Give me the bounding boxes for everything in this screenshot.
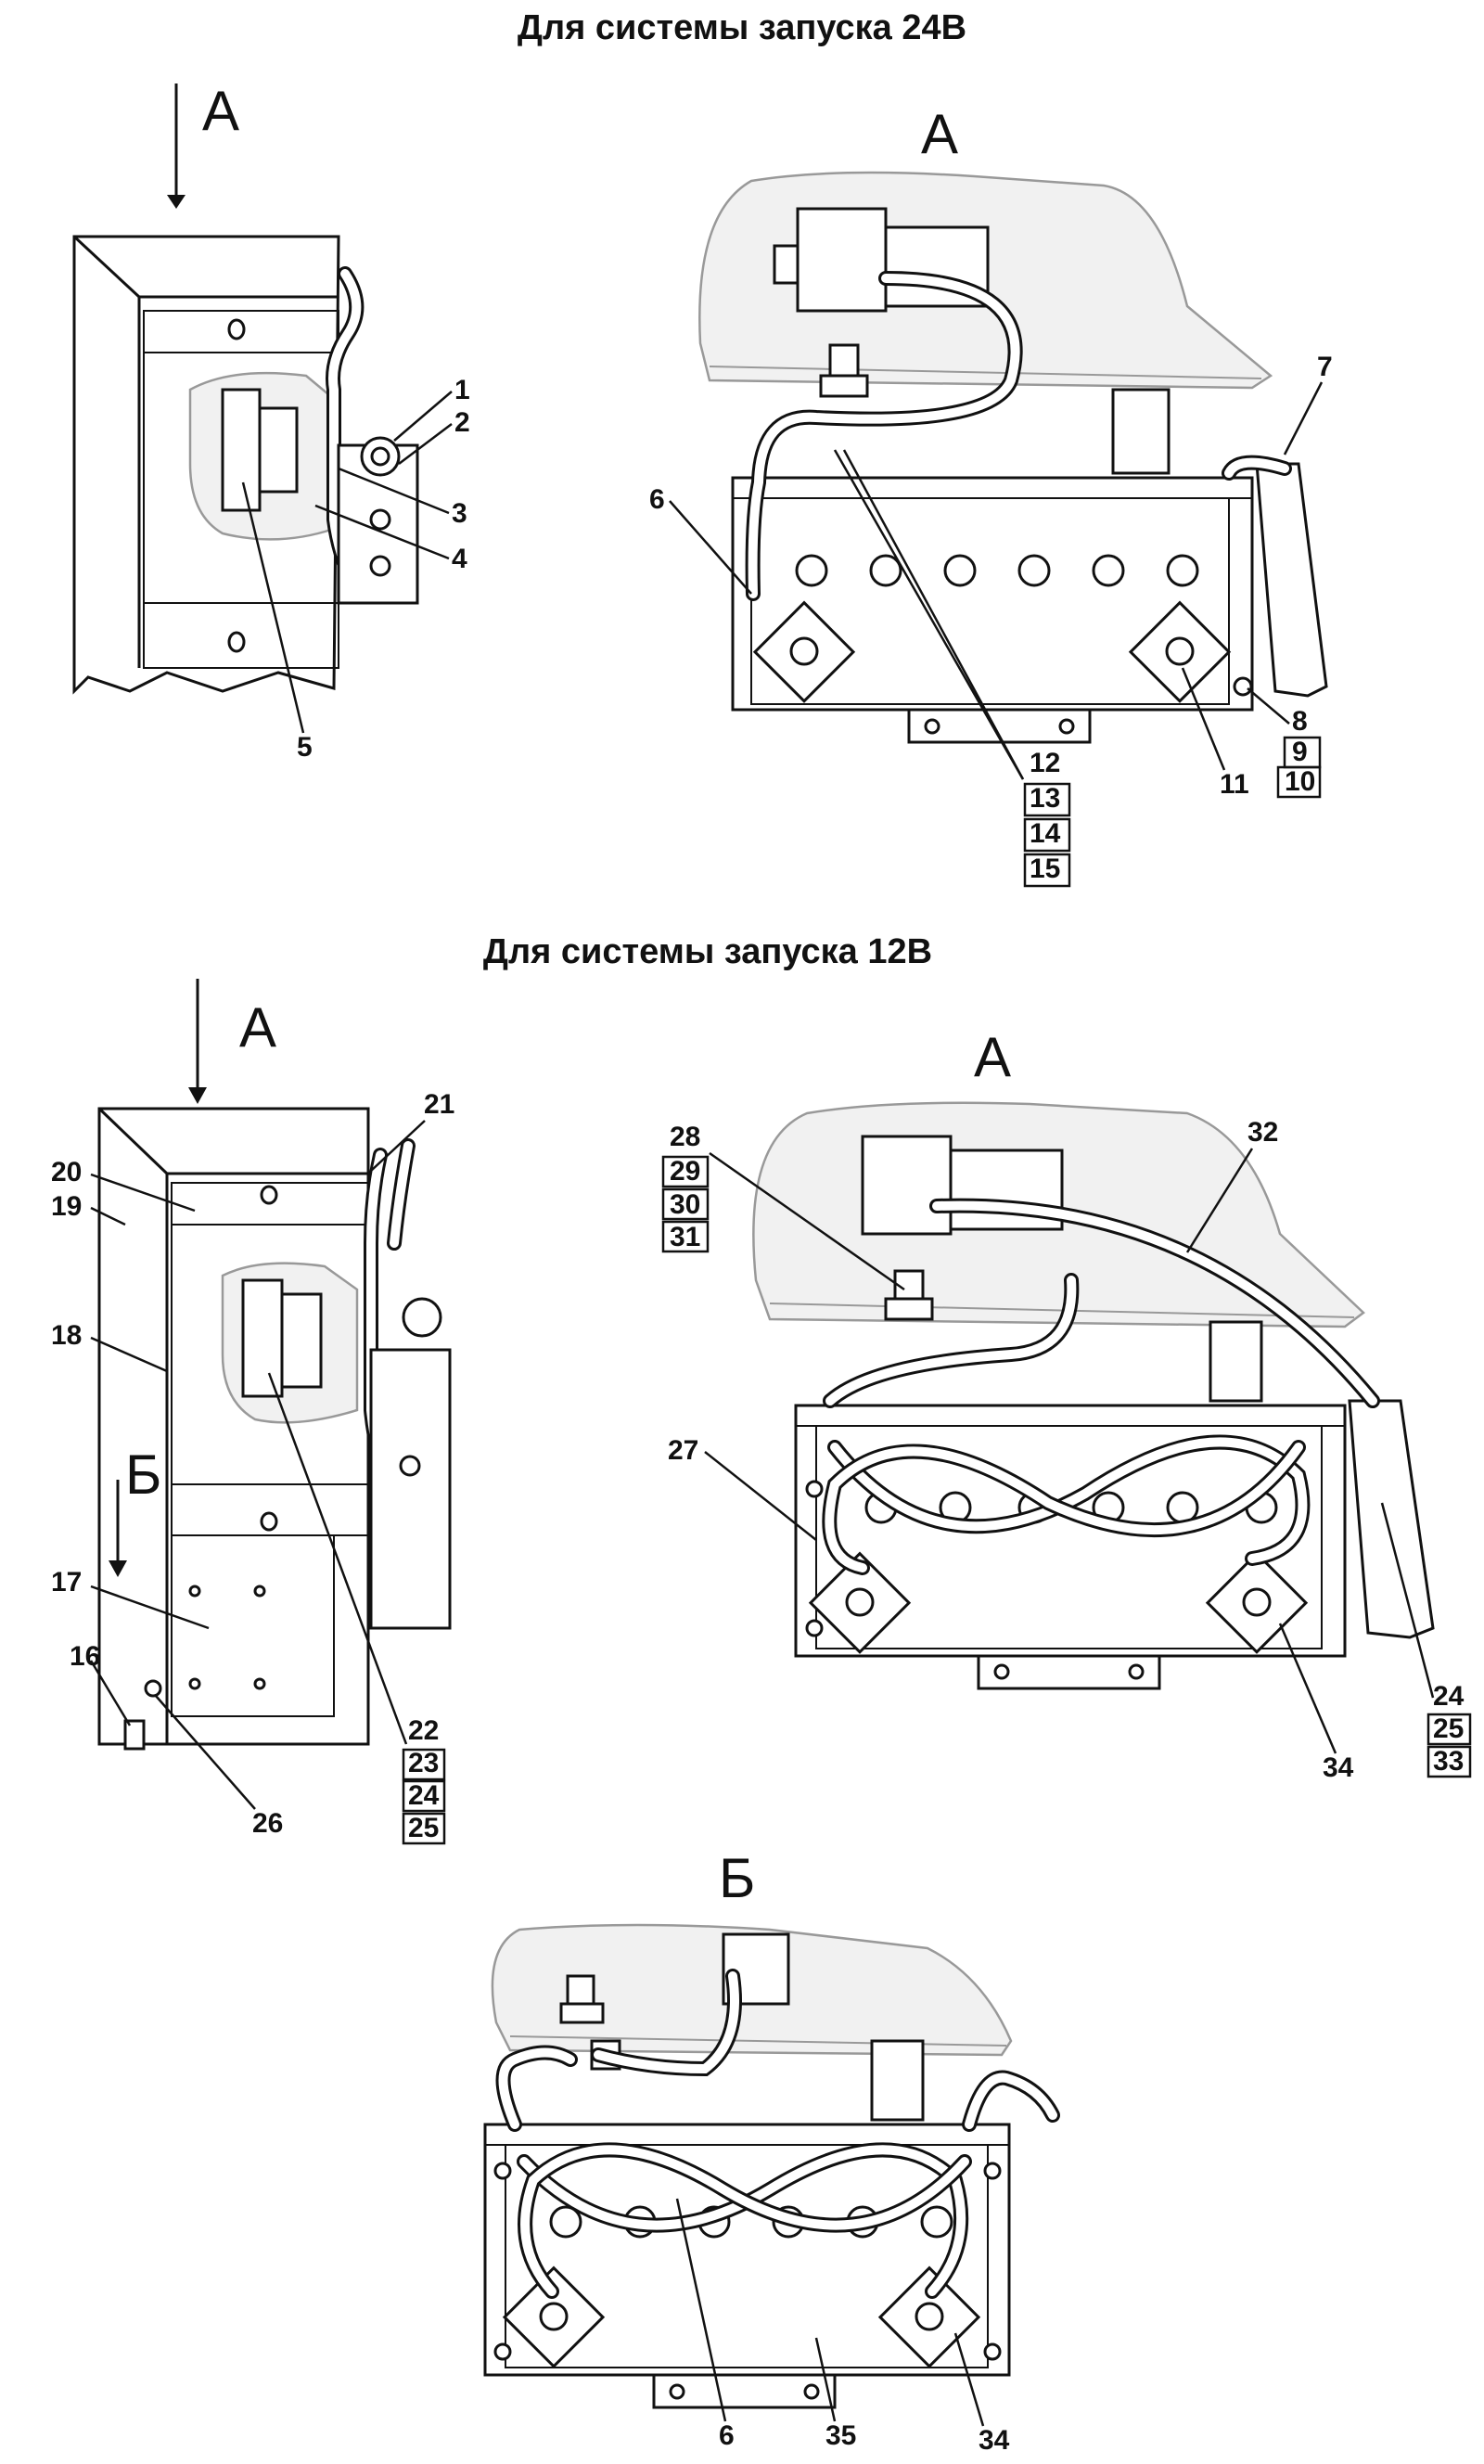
callout-8: 8 — [1292, 706, 1308, 737]
callout-6-b: 6 — [719, 2420, 735, 2451]
callout-32: 32 — [1247, 1117, 1278, 1148]
view-a-24v: А — [698, 103, 1328, 744]
callout-15: 15 — [1030, 853, 1060, 884]
callout-9: 9 — [1292, 737, 1308, 767]
callout-25-side: 25 — [408, 1813, 439, 1843]
view-b: Б — [483, 1847, 1060, 2409]
callout-18: 18 — [51, 1320, 82, 1351]
callout-30: 30 — [670, 1189, 700, 1220]
callout-19: 19 — [51, 1191, 82, 1222]
callout-7: 7 — [1317, 352, 1333, 382]
view-a-12v: А — [752, 1026, 1435, 1690]
callout-23: 23 — [408, 1748, 439, 1778]
callout-5: 5 — [297, 732, 313, 763]
callout-34-a: 34 — [1323, 1752, 1354, 1783]
callout-24-side: 24 — [408, 1780, 440, 1811]
callout-25-a: 25 — [1433, 1713, 1464, 1744]
callout-11: 11 — [1220, 769, 1249, 800]
callout-10: 10 — [1285, 766, 1315, 797]
callout-6-a: 6 — [649, 484, 665, 515]
callouts-side-12v: 16 17 18 19 20 21 22 23 24 25 26 — [51, 1089, 454, 1845]
view-arrow-label-b: Б — [125, 1444, 161, 1506]
callout-2: 2 — [454, 407, 470, 438]
side-view-12v: А Б — [97, 979, 452, 1751]
callout-26: 26 — [252, 1808, 283, 1839]
callout-20: 20 — [51, 1157, 82, 1187]
callout-28: 28 — [670, 1122, 700, 1152]
callout-13: 13 — [1030, 783, 1060, 814]
callout-21: 21 — [424, 1089, 454, 1120]
side-view-24v: А — [72, 80, 419, 695]
callout-17: 17 — [51, 1567, 82, 1598]
callout-35: 35 — [825, 2420, 856, 2451]
callout-4: 4 — [452, 544, 467, 574]
view-label-b: Б — [719, 1847, 755, 1909]
callouts-view-a-12v: 27 28 29 30 31 32 24 25 33 34 — [661, 1117, 1472, 1783]
callout-1: 1 — [454, 375, 470, 405]
callout-22: 22 — [408, 1715, 439, 1746]
callout-29: 29 — [670, 1156, 700, 1187]
callout-31: 31 — [670, 1222, 700, 1252]
callout-34-b: 34 — [979, 2425, 1010, 2456]
callouts-view-a-24v: 6 7 8 9 10 11 12 13 14 15 — [649, 352, 1333, 888]
title-24v: Для системы запуска 24В — [518, 8, 966, 47]
view-label-a-24v: А — [921, 103, 958, 165]
callout-33: 33 — [1433, 1746, 1464, 1777]
callout-27: 27 — [668, 1435, 698, 1466]
callouts-view-b: 6 35 34 — [675, 2198, 1010, 2456]
callout-12: 12 — [1030, 748, 1060, 778]
callout-24-a: 24 — [1433, 1681, 1465, 1712]
callout-3: 3 — [452, 498, 467, 529]
callouts-side-24v: 1 2 3 4 5 — [241, 375, 470, 763]
view-arrow-label-a-24v: А — [202, 80, 239, 142]
title-12v: Для системы запуска 12В — [483, 932, 932, 971]
view-arrow-label-a-12v: А — [239, 996, 276, 1059]
callout-14: 14 — [1030, 818, 1061, 849]
view-label-a-12v: А — [974, 1026, 1011, 1088]
